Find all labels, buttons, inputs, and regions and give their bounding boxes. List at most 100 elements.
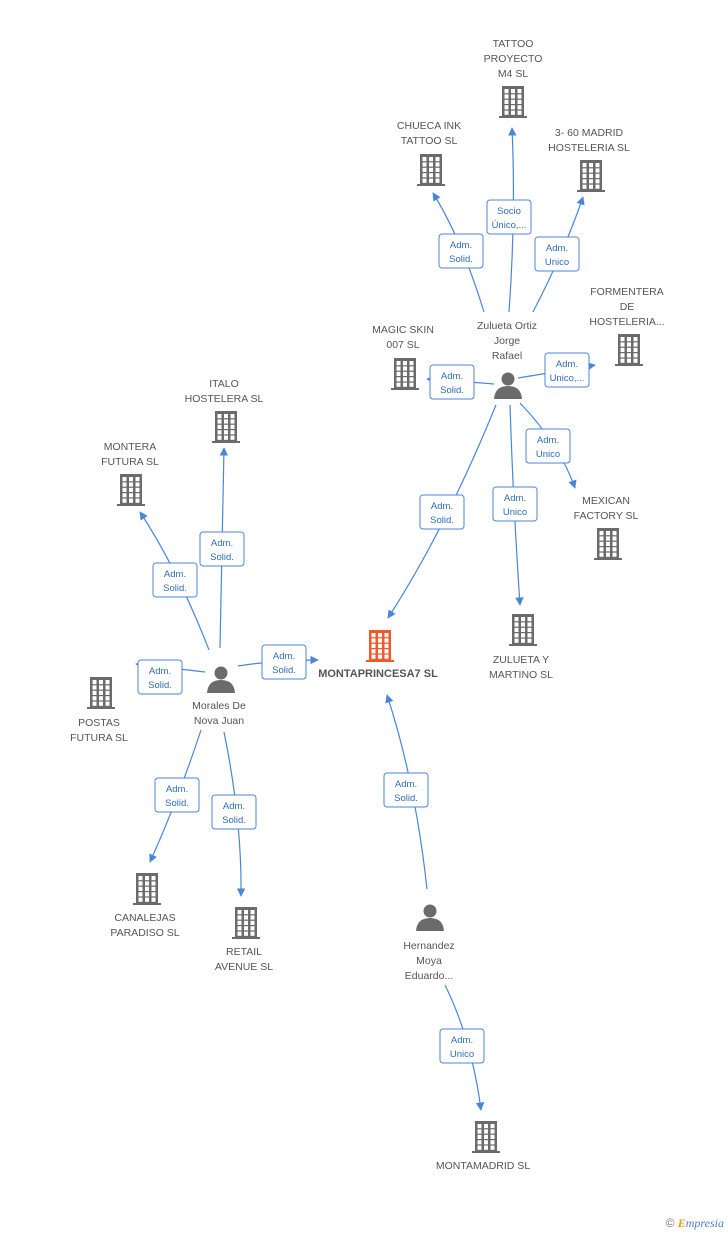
node-label: TATTOO <box>493 38 534 50</box>
edge-label[interactable]: Adm. Solid. <box>154 777 200 813</box>
node-label: TATTOO SL <box>401 135 458 147</box>
edge-label-box <box>152 562 198 598</box>
edge-label-text: Solid. <box>394 793 418 804</box>
node-label: Hernandez <box>403 940 454 952</box>
edge-label[interactable]: Adm.Unico <box>492 486 538 522</box>
copyright-symbol: © <box>665 1216 675 1230</box>
node-label: CANALEJAS <box>114 912 175 924</box>
edge-label-text: Solid. <box>148 680 172 691</box>
node-label: ZULUETA Y <box>493 654 549 666</box>
edge-label-box <box>429 364 475 400</box>
node-label: Zulueta Ortiz <box>477 320 537 332</box>
edge-label-box <box>261 644 307 680</box>
node-label: Eduardo... <box>405 970 453 982</box>
edge-label-box <box>534 236 580 272</box>
edge-label[interactable]: Adm.Solid. <box>438 233 484 269</box>
building-icon <box>391 358 419 390</box>
person-icon <box>494 372 522 399</box>
footer-copyright: © Empresia <box>666 1216 724 1231</box>
edge-label[interactable]: Adm.Solid. <box>429 364 475 400</box>
node-label: FORMENTERA <box>590 286 664 298</box>
edge-label[interactable]: Adm.Unico <box>525 428 571 464</box>
edge-label[interactable]: Adm.Unico,... <box>544 352 590 388</box>
edge-label-text: Adm. <box>273 651 295 662</box>
building-icon <box>417 154 445 186</box>
edge-label-box <box>137 659 183 695</box>
edge-label[interactable]: Adm. Unico <box>534 236 580 272</box>
edge-label-box <box>544 352 590 388</box>
building-icon <box>577 160 605 192</box>
node-label: AVENUE SL <box>215 961 273 973</box>
edge-label-text: Adm. <box>164 569 186 580</box>
edge-label-box <box>419 494 465 530</box>
node-formentera[interactable]: FORMENTERADEHOSTELERIA... <box>589 286 665 366</box>
node-main[interactable]: MONTAPRINCESA7 SL <box>318 630 438 680</box>
edge-label[interactable]: Adm. Solid. <box>199 531 245 567</box>
edge-label[interactable]: Adm.Solid. <box>261 644 307 680</box>
edge-label[interactable]: Adm.Unico <box>439 1028 485 1064</box>
edge-label-text: Solid. <box>222 815 246 826</box>
edge-label-text: Adm. <box>211 538 233 549</box>
edge-label-text: Adm. <box>504 493 526 504</box>
edge-label-text: Adm. <box>166 784 188 795</box>
node-label: MAGIC SKIN <box>372 324 434 336</box>
edge-label-box <box>525 428 571 464</box>
node-label: Nova Juan <box>194 715 244 727</box>
edge-label-text: Solid. <box>210 552 234 563</box>
edge-label-text: Unico <box>545 257 569 268</box>
edge-label-box <box>438 233 484 269</box>
edge-label-text: Solid. <box>449 254 473 265</box>
empresia-logo[interactable]: Empresia <box>677 1216 724 1230</box>
edge-label[interactable]: Adm. Solid. <box>383 772 429 808</box>
building-icon <box>615 334 643 366</box>
edge-label-box <box>383 772 429 808</box>
edge-label-text: Adm. <box>556 359 578 370</box>
node-label: PARADISO SL <box>110 927 179 939</box>
building-icon <box>509 614 537 646</box>
node-label: 3- 60 MADRID <box>555 127 624 139</box>
node-label: HOSTELERIA SL <box>548 142 630 154</box>
edge-label[interactable]: Adm.Solid. <box>137 659 183 695</box>
node-hernandez[interactable]: HernandezMoyaEduardo... <box>403 904 455 983</box>
node-label: Rafael <box>492 350 522 362</box>
node-label: FACTORY SL <box>574 510 639 522</box>
node-label: M4 SL <box>498 68 529 80</box>
edge-label-text: Adm. <box>223 801 245 812</box>
edge-label-text: Adm. <box>546 243 568 254</box>
edge-label[interactable]: Adm. Solid. <box>211 794 257 830</box>
edge-label-text: Socio <box>497 206 521 217</box>
node-madrid360[interactable]: 3- 60 MADRID HOSTELERIA SL <box>548 127 630 192</box>
node-canalejas[interactable]: CANALEJAS PARADISO SL <box>110 873 180 939</box>
edge-label-box <box>199 531 245 567</box>
node-label: FUTURA SL <box>101 456 159 468</box>
edge-label-text: Solid. <box>165 798 189 809</box>
node-label: MEXICAN <box>582 495 630 507</box>
node-label: Moya <box>416 955 442 967</box>
node-label: MONTAPRINCESA7 SL <box>318 668 438 680</box>
edge-label[interactable]: Adm.Solid. <box>152 562 198 598</box>
edge-label-box <box>492 486 538 522</box>
edge-label-text: Solid. <box>430 515 454 526</box>
edge-label[interactable]: Adm.Solid. <box>419 494 465 530</box>
node-mexican[interactable]: MEXICAN FACTORY SL <box>574 495 639 560</box>
edge-label-box <box>439 1028 485 1064</box>
node-label: FUTURA SL <box>70 732 128 744</box>
node-label: HOSTELERA SL <box>185 393 264 405</box>
node-montamadrid[interactable]: MONTAMADRID SL <box>436 1121 530 1172</box>
edge-label[interactable]: SocioÚnico,... <box>486 199 532 235</box>
edge-label-box <box>154 777 200 813</box>
edge-label-text: Adm. <box>395 779 417 790</box>
edge-label-text: Unico <box>450 1049 474 1060</box>
